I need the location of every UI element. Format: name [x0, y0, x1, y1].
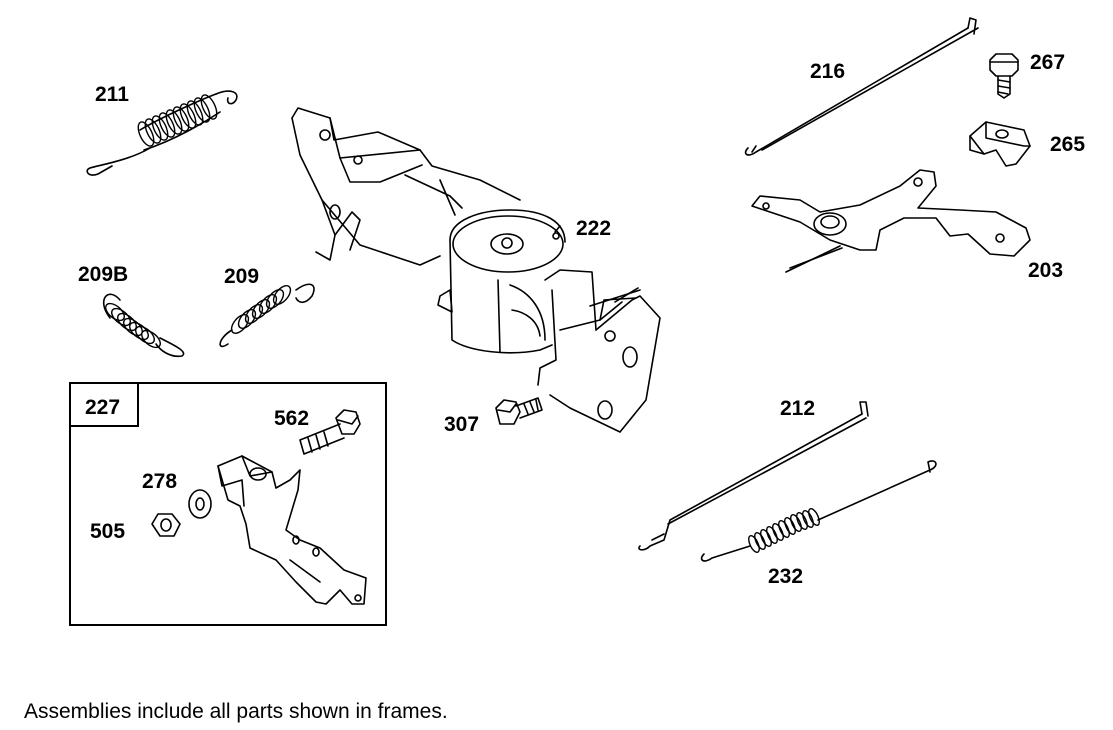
part-label-265: 265 — [1050, 133, 1086, 156]
part-label-203: 203 — [1028, 259, 1064, 282]
footnote: Assemblies include all parts shown in fr… — [24, 700, 448, 723]
part-label-209b: 209B — [78, 263, 129, 286]
assembly-frame-227: 227 — [69, 382, 387, 626]
control-bracket-222 — [291, 107, 661, 433]
spring-211 — [86, 90, 238, 176]
part-label-216: 216 — [810, 60, 846, 83]
part-label-562: 562 — [274, 407, 310, 430]
spring-209 — [219, 283, 315, 348]
spring-209b — [103, 293, 185, 358]
part-label-232: 232 — [768, 565, 804, 588]
screw-267 — [989, 53, 1019, 99]
lever-203 — [751, 169, 1031, 273]
part-label-209: 209 — [224, 265, 260, 288]
bolt-562 — [299, 409, 361, 455]
screw-307 — [495, 397, 543, 425]
link-216 — [744, 17, 979, 156]
part-label-278: 278 — [142, 470, 178, 493]
part-label-222: 222 — [576, 217, 612, 240]
part-label-267: 267 — [1030, 51, 1066, 74]
washer-278 — [188, 489, 212, 519]
lever-assembly-227 — [217, 455, 367, 605]
part-label-227: 227 — [85, 396, 121, 419]
link-212 — [638, 401, 869, 551]
part-label-505: 505 — [90, 520, 126, 543]
spring-232 — [700, 460, 937, 562]
part-label-212: 212 — [780, 397, 816, 420]
part-label-211: 211 — [95, 83, 129, 106]
nut-505 — [151, 513, 181, 537]
assembly-frame-tab: 227 — [71, 384, 139, 427]
clip-265 — [969, 121, 1031, 167]
part-label-307: 307 — [444, 413, 480, 436]
